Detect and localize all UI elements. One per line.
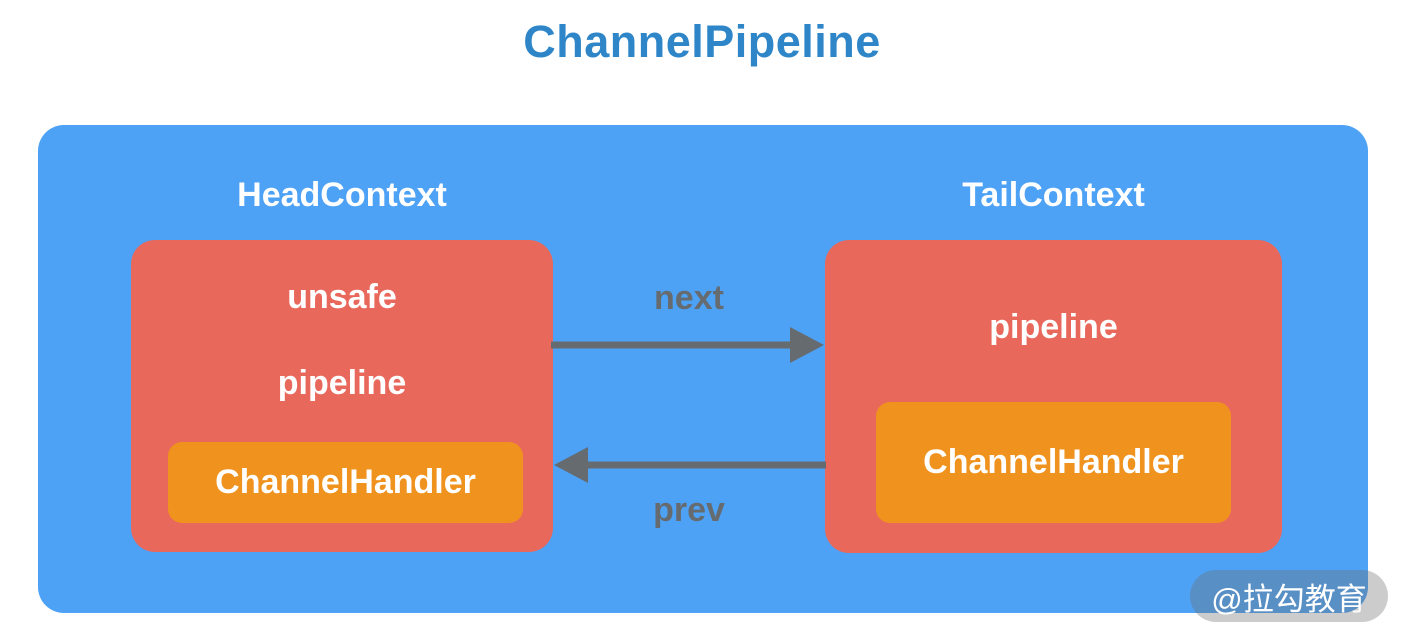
prev-arrow-label: prev xyxy=(653,491,725,529)
watermark-badge: @拉勾教育 xyxy=(1190,570,1388,622)
tail-channel-handler-box: ChannelHandler xyxy=(876,402,1231,523)
tail-context-label: TailContext xyxy=(962,176,1145,214)
head-channel-handler-box: ChannelHandler xyxy=(168,442,523,523)
tail-context-box: pipeline ChannelHandler xyxy=(825,240,1282,553)
head-field-unsafe: unsafe xyxy=(287,278,397,316)
head-field-pipeline: pipeline xyxy=(277,364,407,402)
next-arrow-label: next xyxy=(654,279,724,317)
head-context-box: unsafe pipeline ChannelHandler xyxy=(131,240,553,552)
tail-field-pipeline: pipeline xyxy=(989,308,1118,346)
head-context-label: HeadContext xyxy=(237,176,447,214)
page-title: ChannelPipeline xyxy=(523,16,881,67)
